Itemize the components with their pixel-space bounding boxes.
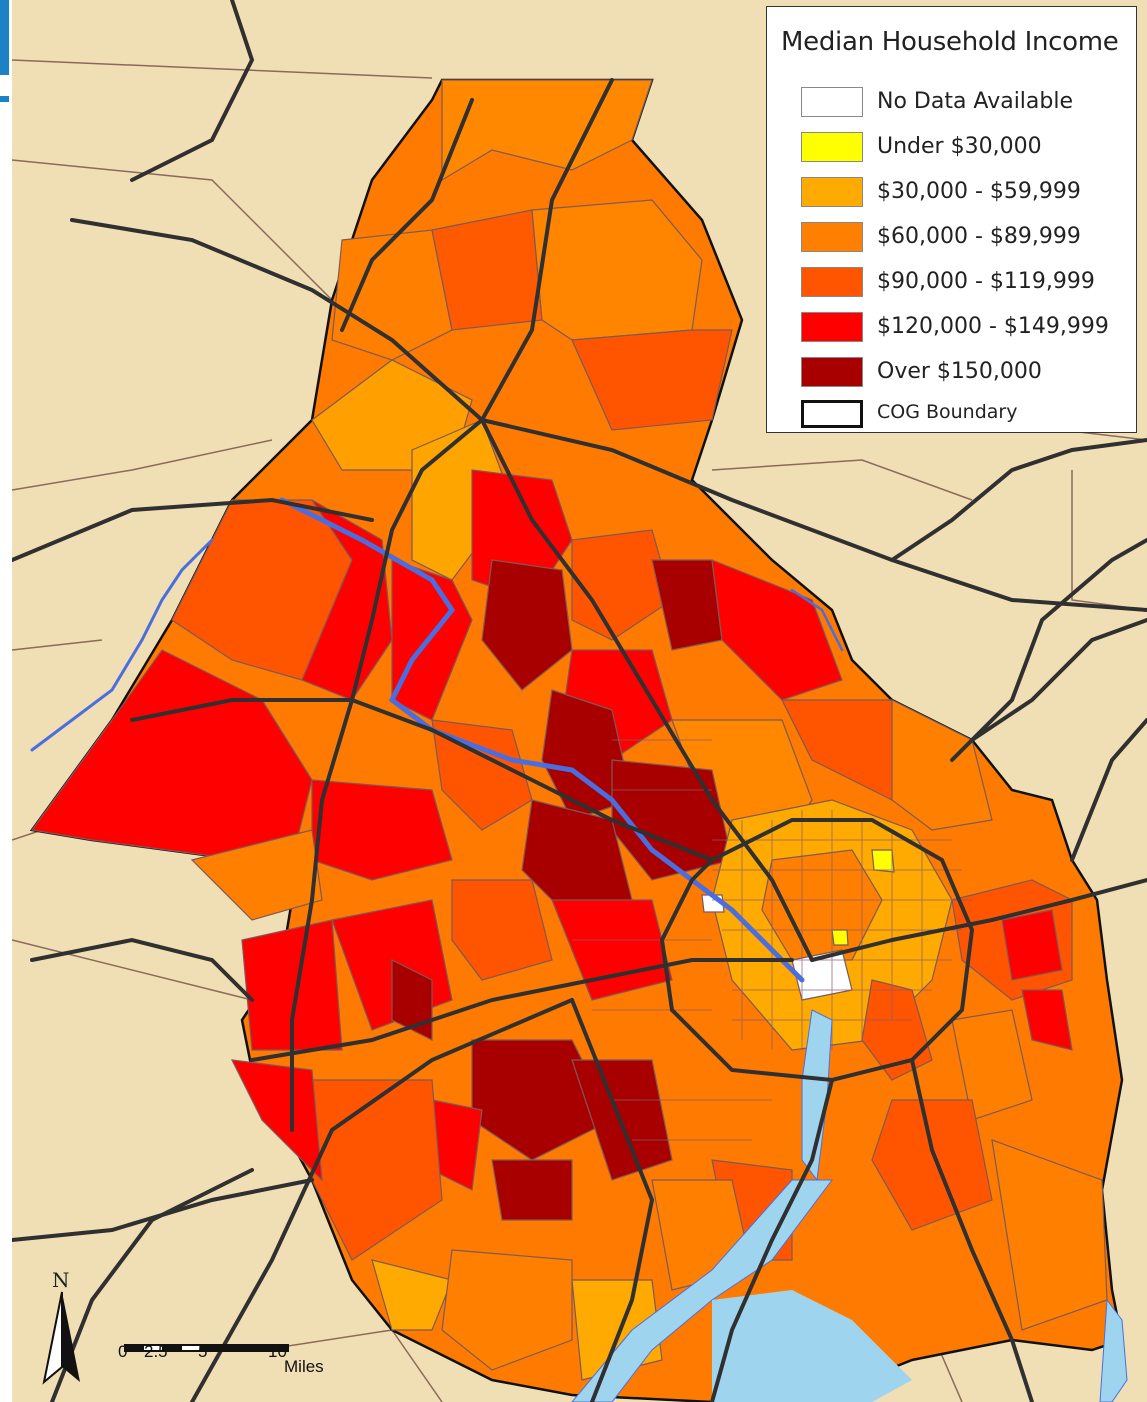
legend-label: $60,000 - $89,999 [877,224,1081,249]
legend-label: Under $30,000 [877,134,1042,159]
map-legend: Median Household Income No Data Availabl… [766,6,1137,433]
legend-label: $90,000 - $119,999 [877,269,1095,294]
legend-title: Median Household Income [781,27,1119,57]
legend-item-60k-90k: $60,000 - $89,999 [801,222,1131,256]
legend-item-120k-150k: $120,000 - $149,999 [801,312,1131,346]
page-edge-strip [0,0,12,1402]
north-arrow-icon [42,1291,80,1385]
page-accent-bar [0,0,9,75]
legend-swatch-90k-120k [801,267,863,297]
scale-tick-10: 10 [268,1342,287,1361]
legend-label: $120,000 - $149,999 [877,314,1109,339]
scale-tick-2-5: 2.5 [144,1342,168,1361]
legend-item-no-data: No Data Available [801,87,1131,121]
legend-swatch-cog-boundary [801,400,863,428]
rivers [30,497,844,983]
legend-label: COG Boundary [877,401,1018,423]
legend-swatch-under-30k [801,132,863,162]
legend-label: $30,000 - $59,999 [877,179,1081,204]
legend-swatch-30k-60k [801,177,863,207]
legend-item-cog-boundary: COG Boundary [801,400,1131,434]
legend-label: No Data Available [877,89,1074,114]
urban-tract-grid [572,739,972,1141]
scale-bar [124,1344,289,1352]
scale-tick-5: 5 [198,1342,208,1361]
legend-item-90k-120k: $90,000 - $119,999 [801,267,1131,301]
scale-tick-0: 0 [118,1342,128,1361]
legend-item-30k-60k: $30,000 - $59,999 [801,177,1131,211]
roads [12,0,1147,1402]
legend-item-under-30k: Under $30,000 [801,132,1131,166]
legend-swatch-60k-90k [801,222,863,252]
water-bodies [571,1009,1128,1402]
legend-item-over-150k: Over $150,000 [801,357,1131,391]
legend-swatch-no-data [801,87,863,117]
map-frame: Median Household Income No Data Availabl… [12,0,1147,1402]
page-accent-tick [0,96,9,102]
north-label: N [52,1268,70,1292]
legend-label: Over $150,000 [877,359,1042,384]
scale-unit: Miles [284,1357,324,1376]
legend-swatch-120k-150k [801,312,863,342]
legend-swatch-over-150k [801,357,863,387]
